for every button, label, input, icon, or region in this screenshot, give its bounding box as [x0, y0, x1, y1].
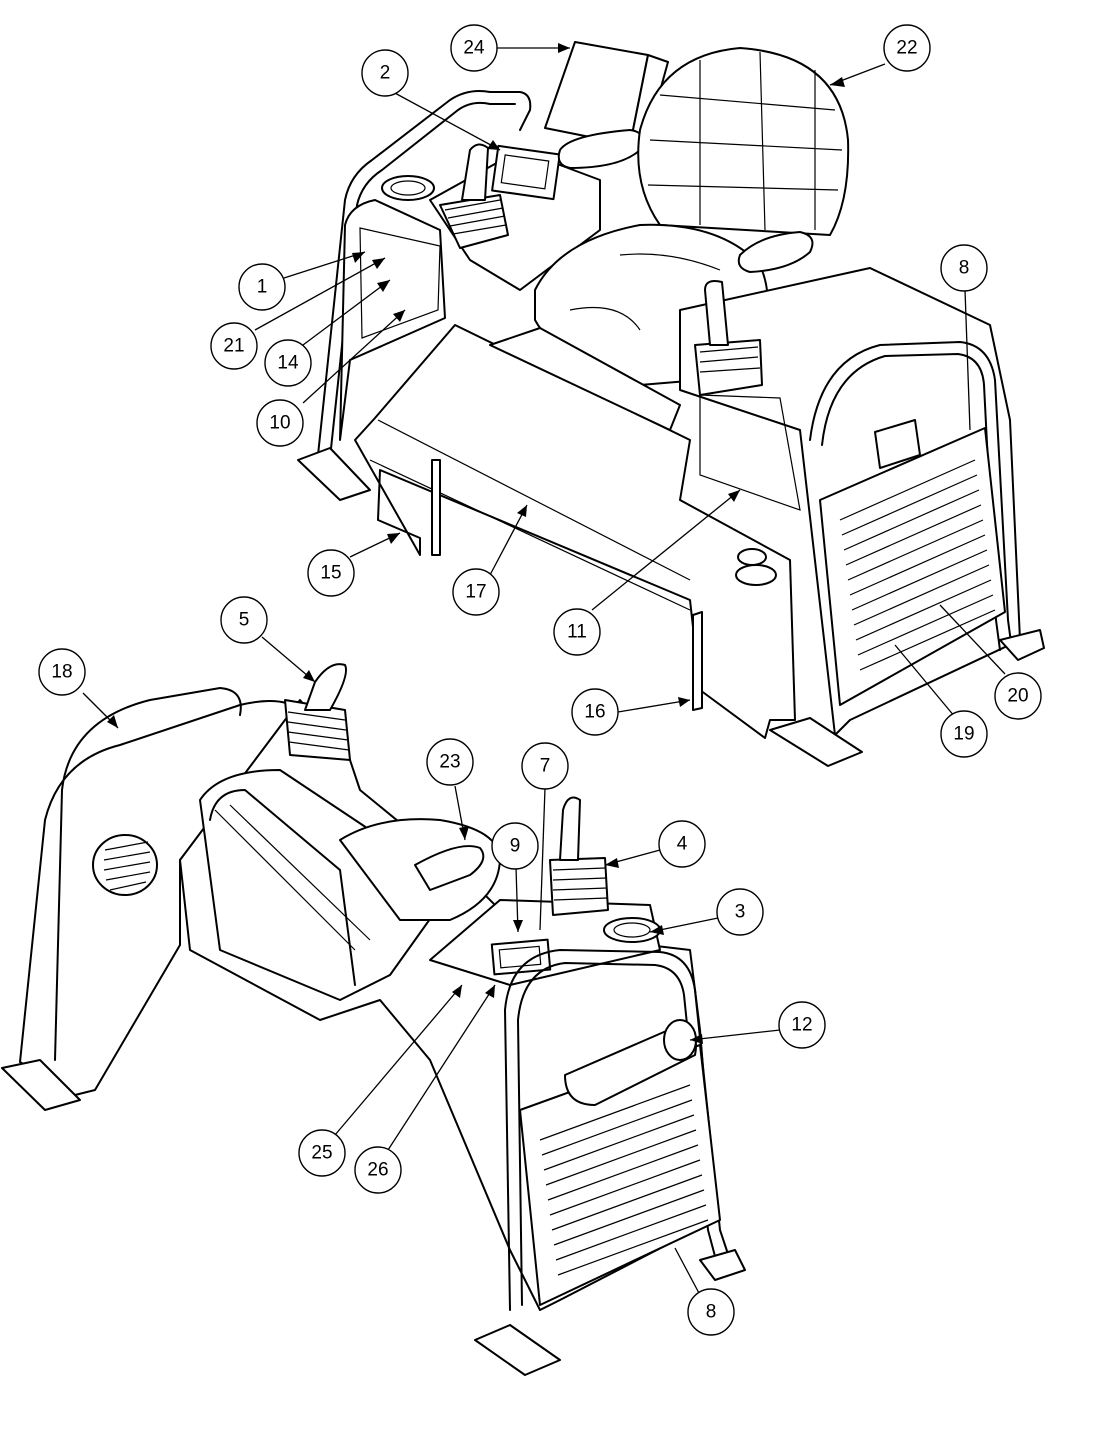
callouts: 24 2 22 8 1 21 14 10 15 17 11 16 19 20 5… — [38, 24, 1042, 1336]
svg-text:2: 2 — [380, 63, 391, 84]
callout-10: 10 — [256, 399, 304, 447]
callout-20: 20 — [994, 672, 1042, 720]
svg-text:15: 15 — [320, 563, 341, 584]
callout-24: 24 — [450, 24, 498, 72]
upper-assembly — [297, 41, 1045, 767]
callout-14: 14 — [264, 339, 312, 387]
callout-15: 15 — [307, 549, 355, 597]
svg-text:22: 22 — [896, 38, 917, 59]
svg-text:14: 14 — [277, 353, 299, 374]
svg-text:25: 25 — [311, 1143, 332, 1164]
callout-12: 12 — [778, 1001, 826, 1049]
callout-1: 1 — [238, 263, 286, 311]
svg-text:12: 12 — [791, 1015, 812, 1036]
callout-25: 25 — [298, 1129, 346, 1177]
callout-2: 2 — [361, 49, 409, 97]
svg-text:24: 24 — [463, 38, 485, 59]
callout-8-upper: 8 — [940, 244, 988, 292]
callout-8-lower: 8 — [687, 1288, 735, 1336]
svg-text:8: 8 — [959, 258, 970, 279]
callout-22: 22 — [883, 24, 931, 72]
callout-16: 16 — [571, 688, 619, 736]
callout-9: 9 — [491, 822, 539, 870]
svg-text:9: 9 — [510, 836, 521, 857]
svg-text:8: 8 — [706, 1302, 717, 1323]
svg-text:20: 20 — [1007, 686, 1028, 707]
svg-text:19: 19 — [953, 724, 974, 745]
svg-text:26: 26 — [367, 1160, 388, 1181]
callout-21: 21 — [210, 322, 258, 370]
svg-text:4: 4 — [677, 834, 688, 855]
grille-slots-lower — [539, 1084, 709, 1276]
svg-text:17: 17 — [465, 582, 486, 603]
callout-4: 4 — [658, 820, 706, 868]
svg-text:7: 7 — [540, 756, 551, 777]
callout-11: 11 — [553, 608, 601, 656]
callout-23: 23 — [426, 738, 474, 786]
svg-text:3: 3 — [735, 902, 746, 923]
svg-text:5: 5 — [239, 610, 250, 631]
callout-3: 3 — [716, 888, 764, 936]
leader-lines — [82, 43, 1006, 1296]
svg-text:18: 18 — [51, 662, 72, 683]
svg-text:1: 1 — [257, 277, 268, 298]
svg-text:10: 10 — [269, 413, 290, 434]
grille-slots-upper — [839, 459, 996, 671]
callout-18: 18 — [38, 648, 86, 696]
svg-text:21: 21 — [223, 336, 244, 357]
callout-7: 7 — [521, 742, 569, 790]
svg-text:16: 16 — [584, 702, 605, 723]
callout-26: 26 — [354, 1146, 402, 1194]
svg-text:23: 23 — [439, 752, 460, 773]
lower-assembly — [1, 663, 746, 1376]
callout-19: 19 — [940, 710, 988, 758]
callout-5: 5 — [220, 596, 268, 644]
callout-17: 17 — [452, 568, 500, 616]
svg-text:11: 11 — [567, 622, 587, 643]
